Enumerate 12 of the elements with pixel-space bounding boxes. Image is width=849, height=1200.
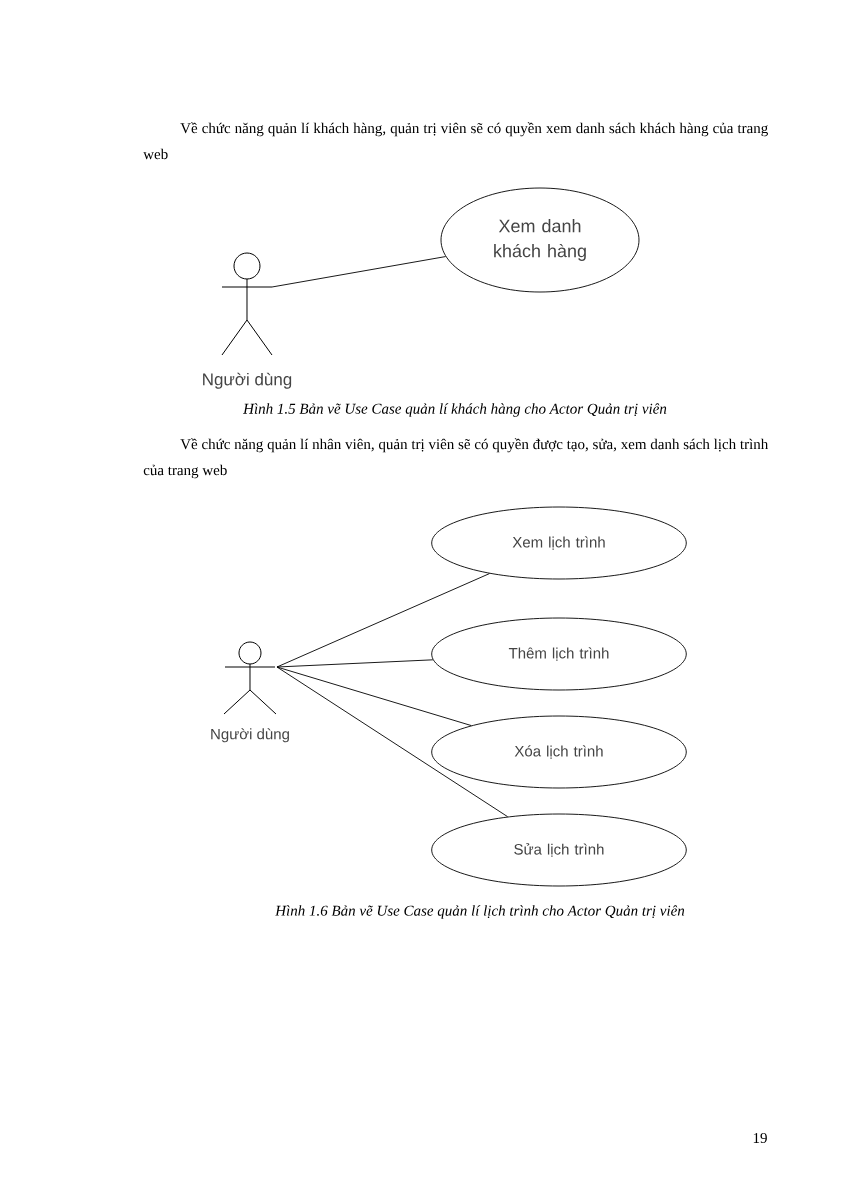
paragraph: Về chức năng quản lí khách hàng, quản trị viên sẽ có quyền xem danh sách khách hàng của trang web [143,122,768,160]
actor-figure: Người dùng [211,641,289,743]
figure-caption: Hình 1.5 Bản vẽ Use Case quản lí khách hàng cho Actor Quản trị viên [243,403,667,417]
association-line [276,573,490,668]
figure-caption: Hình 1.6 Bản vẽ Use Case quản lí lịch trình cho Actor Quản trị viên [275,905,685,919]
association-line [276,666,472,726]
association-line [276,659,434,668]
paragraph: Về chức năng quản lí nhân viên, quản trị viên sẽ có quyền được tạo, sửa, xem danh sách lịch trình của trang web [143,438,769,479]
association-line [276,666,509,818]
actor-figure: Người dùng [203,252,292,389]
page-number: 19 [753,1132,767,1144]
association-line [271,256,447,288]
